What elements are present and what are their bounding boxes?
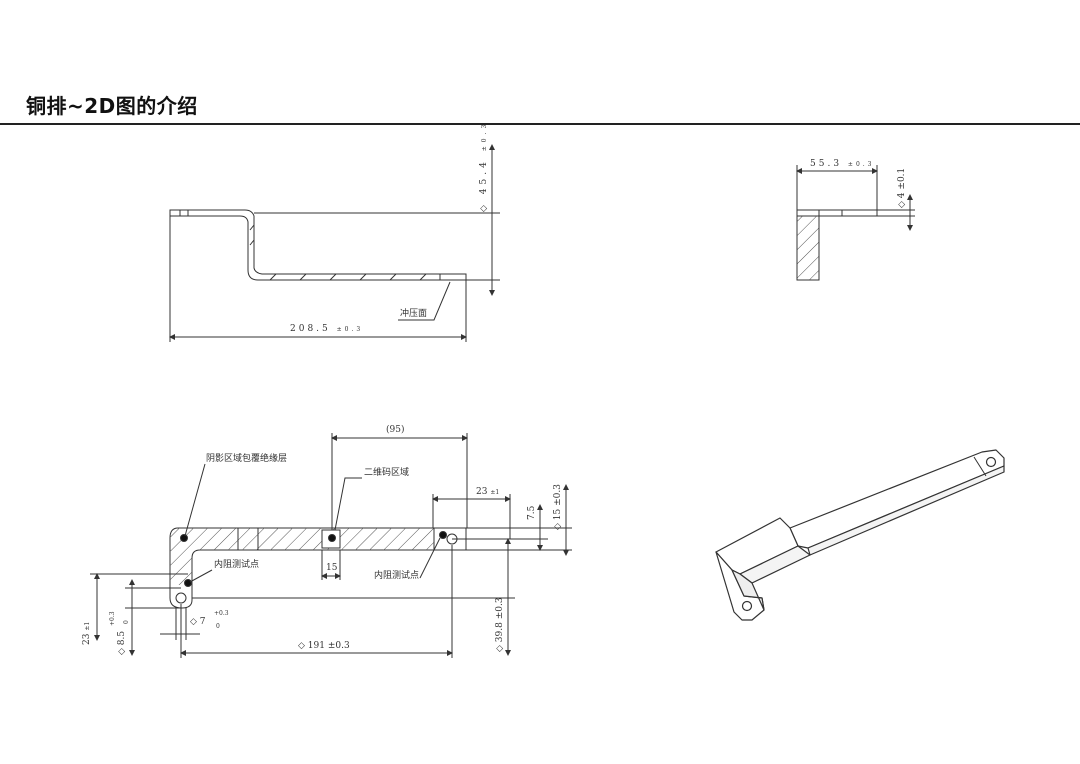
note-test-right: 内阻测试点 <box>374 569 419 581</box>
dim-8-5: ◇ 8.5 <box>117 631 127 655</box>
dim-7-tol-up: +0.3 <box>214 610 229 617</box>
dim-15-bottom: 15 <box>326 563 338 573</box>
dim-7: ◇ 7 <box>190 617 206 627</box>
dim-7-tol-low: 0 <box>216 623 220 630</box>
dim-191: ◇ 191 ±0.3 <box>298 641 350 651</box>
dim-15-right: ◇ 15 ±0.3 <box>553 484 563 530</box>
dim-8-5-tol-low: 0 <box>123 620 130 624</box>
side-view-labels: ◇ 45.4 ±0.3 208.5 ±0.3 冲压面 <box>290 121 489 334</box>
note-test-left: 内阻测试点 <box>214 558 259 570</box>
hole-left <box>175 592 187 604</box>
dim-208-5: 208.5 ±0.3 <box>290 324 363 334</box>
insulation-hatch <box>170 528 434 585</box>
dim-45-4: ◇ 45.4 ±0.3 <box>479 121 489 212</box>
dim-95: (95) <box>386 424 404 435</box>
isometric-view <box>715 449 1005 621</box>
dim-39-8: ◇ 39.8 ±0.3 <box>495 597 505 652</box>
page-title: 铜排~2D图的介绍 <box>26 94 198 118</box>
dim-7-5: 7.5 <box>527 505 537 520</box>
plan-view <box>90 433 572 658</box>
dim-23-left: 23 ±1 <box>82 622 92 645</box>
busbar-profile <box>169 209 467 281</box>
end-view-labels: 55.3 ±0.3 ◇ 4 ±0.1 <box>810 159 907 208</box>
dim-55-3: 55.3 ±0.3 <box>810 159 875 169</box>
dim-23-right: 23 ±1 <box>476 487 499 497</box>
dim-8-5-tol-up: +0.3 <box>109 611 116 626</box>
note-qr: 二维码区域 <box>364 466 409 478</box>
title-underline <box>0 123 1080 125</box>
note-stamp-face: 冲压面 <box>400 307 427 319</box>
plan-view-labels: 阴影区域包覆绝缘层 二维码区域 内阻测试点 内阻测试点 (95) 23 ±1 7… <box>82 424 563 655</box>
side-view <box>169 144 500 342</box>
note-insulation: 阴影区域包覆绝缘层 <box>206 452 287 464</box>
dim-4: ◇ 4 ±0.1 <box>897 168 907 208</box>
end-view <box>796 165 915 281</box>
